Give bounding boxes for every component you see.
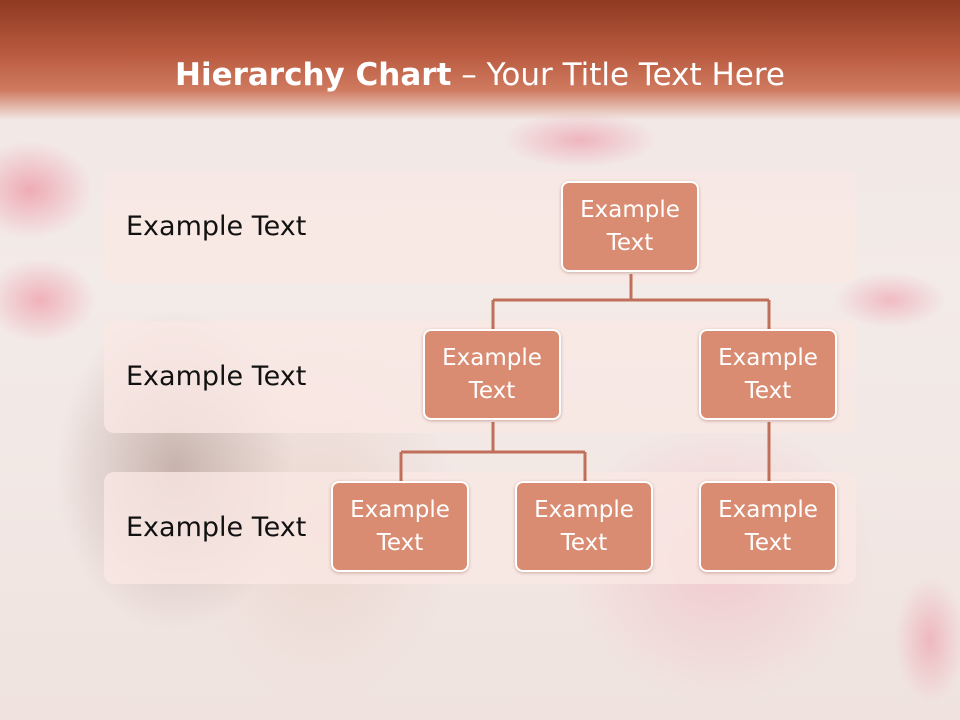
title-bold-part: Hierarchy Chart xyxy=(175,57,452,93)
node-level3-a-text: Example Text xyxy=(350,496,450,556)
title-bar xyxy=(0,0,960,120)
node-level2-right-text: Example Text xyxy=(718,344,818,404)
node-level3-a[interactable]: Example Text xyxy=(331,481,469,572)
node-level2-left-text: Example Text xyxy=(442,344,542,404)
node-level3-c-text: Example Text xyxy=(718,496,818,556)
node-level2-left[interactable]: Example Text xyxy=(423,329,561,420)
node-level3-c[interactable]: Example Text xyxy=(699,481,837,572)
slide-title: Hierarchy Chart – Your Title Text Here xyxy=(0,55,960,95)
title-dash: – xyxy=(451,57,487,93)
title-rest: Your Title Text Here xyxy=(486,57,785,93)
level-label-2: Example Text xyxy=(126,361,307,392)
node-level3-b-text: Example Text xyxy=(534,496,634,556)
node-root-text: Example Text xyxy=(580,196,680,256)
level-label-1: Example Text xyxy=(126,211,307,242)
level-label-3: Example Text xyxy=(126,512,307,543)
node-root[interactable]: Example Text xyxy=(561,181,699,272)
node-level3-b[interactable]: Example Text xyxy=(515,481,653,572)
level-band-1: Example Text xyxy=(104,171,856,283)
node-level2-right[interactable]: Example Text xyxy=(699,329,837,420)
